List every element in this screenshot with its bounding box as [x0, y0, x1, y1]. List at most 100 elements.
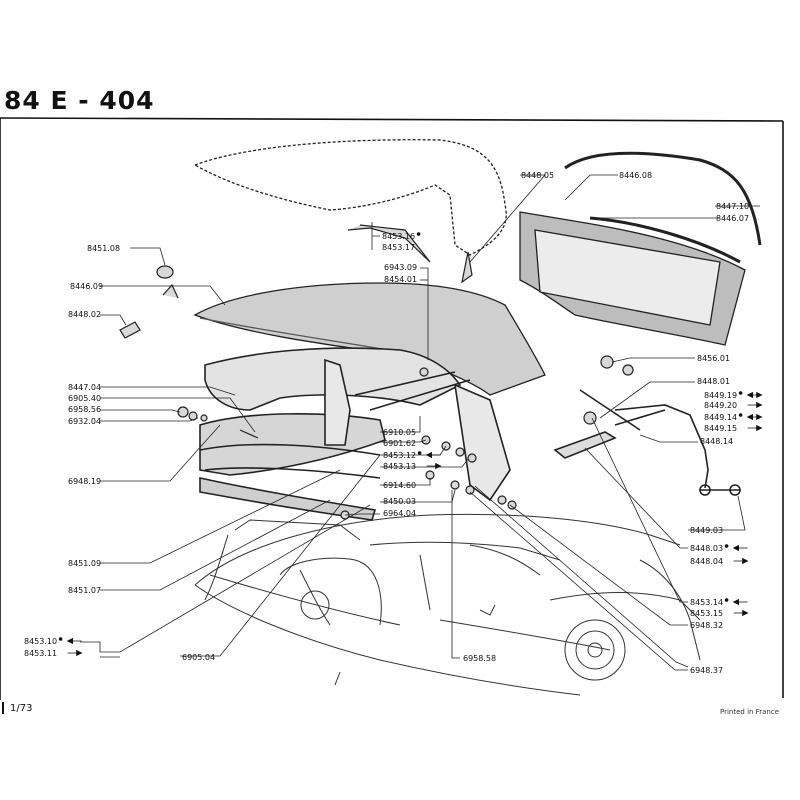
part-number-label: 8454.01 — [384, 275, 417, 284]
part-number-label: 8447.04 — [68, 383, 101, 392]
part-callout: 6958.58 — [463, 654, 496, 663]
part-callout: 8448.01 — [697, 377, 730, 386]
part-number-label: 8448.04 — [690, 557, 723, 566]
car-body-drawing — [194, 513, 701, 696]
part-number-label: 6901.62 — [383, 439, 416, 448]
part-callout: 8446.09 — [70, 282, 103, 291]
part-callouts: 8448.05 8446.08 8447.10 8446.07 8451.08 8446.… — [24, 171, 763, 675]
availability-dot-icon — [724, 544, 729, 548]
part-number-label: 8453.12 — [383, 451, 416, 460]
part-callout: 8451.09 — [68, 559, 101, 568]
part-callout: 6932.04 — [68, 417, 101, 426]
part-number-label: 8453.10 — [24, 637, 57, 646]
part-number-label: 8446.08 — [619, 171, 652, 180]
part-callout: 6914.60 — [383, 481, 416, 490]
right-arrow-icon — [67, 649, 83, 657]
footer-bar — [2, 702, 4, 714]
part-number-label: 8449.19 — [704, 391, 737, 400]
availability-dot-icon — [417, 451, 422, 455]
hardware-parts — [119, 224, 634, 520]
availability-dot-icon — [738, 413, 743, 417]
part-callout: 8448.03 — [690, 544, 748, 553]
part-number-label: 8456.01 — [697, 354, 730, 363]
part-callout: 6901.62 — [383, 439, 416, 448]
part-number-label: 8451.08 — [87, 244, 120, 253]
part-callout: 8453.12 — [383, 451, 441, 460]
part-number-label: 6914.60 — [383, 481, 416, 490]
part-number-label: 8453.16 — [382, 232, 415, 241]
part-callout: 8446.07 — [716, 214, 749, 223]
part-callout: 8453.11 — [24, 649, 83, 658]
availability-dot-icon — [724, 598, 729, 602]
part-number-label: 6958.56 — [68, 405, 101, 414]
right-arrow-icon — [733, 609, 749, 617]
part-number-label: 8451.09 — [68, 559, 101, 568]
part-callout: 6964.04 — [383, 509, 416, 518]
part-callout: 6910.05 — [383, 428, 416, 437]
availability-dot-icon — [738, 391, 743, 395]
part-callout: 8446.08 — [619, 171, 652, 180]
part-number-label: 8448.05 — [521, 171, 554, 180]
part-number-label: 8448.03 — [690, 544, 723, 553]
part-callout: 6948.32 — [690, 621, 723, 630]
part-number-label: 6948.32 — [690, 621, 723, 630]
part-callout: 6948.37 — [690, 666, 723, 675]
availability-dot-icon — [416, 232, 421, 236]
part-number-label: 8448.02 — [68, 310, 101, 319]
part-number-label: 8449.15 — [704, 424, 737, 433]
part-callout: 8453.14 — [690, 598, 748, 607]
part-callout: 8448.02 — [68, 310, 101, 319]
leader-lines — [80, 174, 760, 671]
part-number-label: 8446.09 — [70, 282, 103, 291]
part-callout: 8448.14 — [700, 437, 733, 446]
part-callout: 8448.04 — [690, 557, 749, 566]
part-number-label: 6905.40 — [68, 394, 101, 403]
part-number-label: 8447.10 — [716, 202, 749, 211]
page-title: 84 E - 404 — [4, 86, 155, 115]
part-callout: 6948.19 — [68, 477, 101, 486]
part-callout: 8453.10 — [24, 637, 82, 646]
part-number-label: 6943.09 — [384, 263, 417, 272]
left-arrow-icon — [66, 637, 82, 645]
part-callout: 8449.14 — [704, 413, 763, 422]
printed-note: Printed in France — [720, 708, 779, 716]
part-number-label: 8446.07 — [716, 214, 749, 223]
part-callout: 6943.09 — [384, 263, 417, 272]
part-number-label: 6948.19 — [68, 477, 101, 486]
part-callout: 8450.03 — [383, 497, 416, 506]
part-number-label: 6905.04 — [182, 653, 215, 662]
part-callout: 8451.08 — [87, 244, 120, 253]
part-number-label: 8453.15 — [690, 609, 723, 618]
availability-dot-icon — [58, 637, 63, 641]
part-callout: 8453.15 — [690, 609, 749, 618]
part-callout: 6905.40 — [68, 394, 101, 403]
part-callout: 8449.19 — [704, 391, 763, 400]
part-callout: 8453.17 — [382, 243, 415, 252]
double-arrow-icon — [746, 391, 763, 399]
part-callout: 8451.07 — [68, 586, 101, 595]
part-number-label: 8451.07 — [68, 586, 101, 595]
part-callout: 8456.01 — [697, 354, 730, 363]
part-callout: 8453.13 — [383, 462, 442, 471]
part-callout: 8453.16 — [382, 232, 421, 241]
right-arrow-icon — [747, 424, 763, 432]
left-arrow-icon — [732, 598, 748, 606]
part-callout: 6905.04 — [182, 653, 215, 662]
part-number-label: 8453.13 — [383, 462, 416, 471]
right-arrow-icon — [747, 401, 763, 409]
part-number-label: 6948.37 — [690, 666, 723, 675]
part-callout: 8447.10 — [716, 202, 749, 211]
part-number-label: 8453.11 — [24, 649, 57, 658]
drawing-frame — [0, 117, 784, 700]
left-arrow-icon — [425, 451, 441, 459]
rear-window-panel — [519, 151, 762, 346]
frame-linkage — [199, 347, 741, 521]
part-callout: 8449.15 — [704, 424, 763, 433]
part-number-label: 8450.03 — [383, 497, 416, 506]
part-callout: 8447.04 — [68, 383, 101, 392]
page-number: 1/73 — [10, 703, 33, 714]
part-callout: 8454.01 — [384, 275, 417, 284]
part-number-label: 8448.14 — [700, 437, 733, 446]
